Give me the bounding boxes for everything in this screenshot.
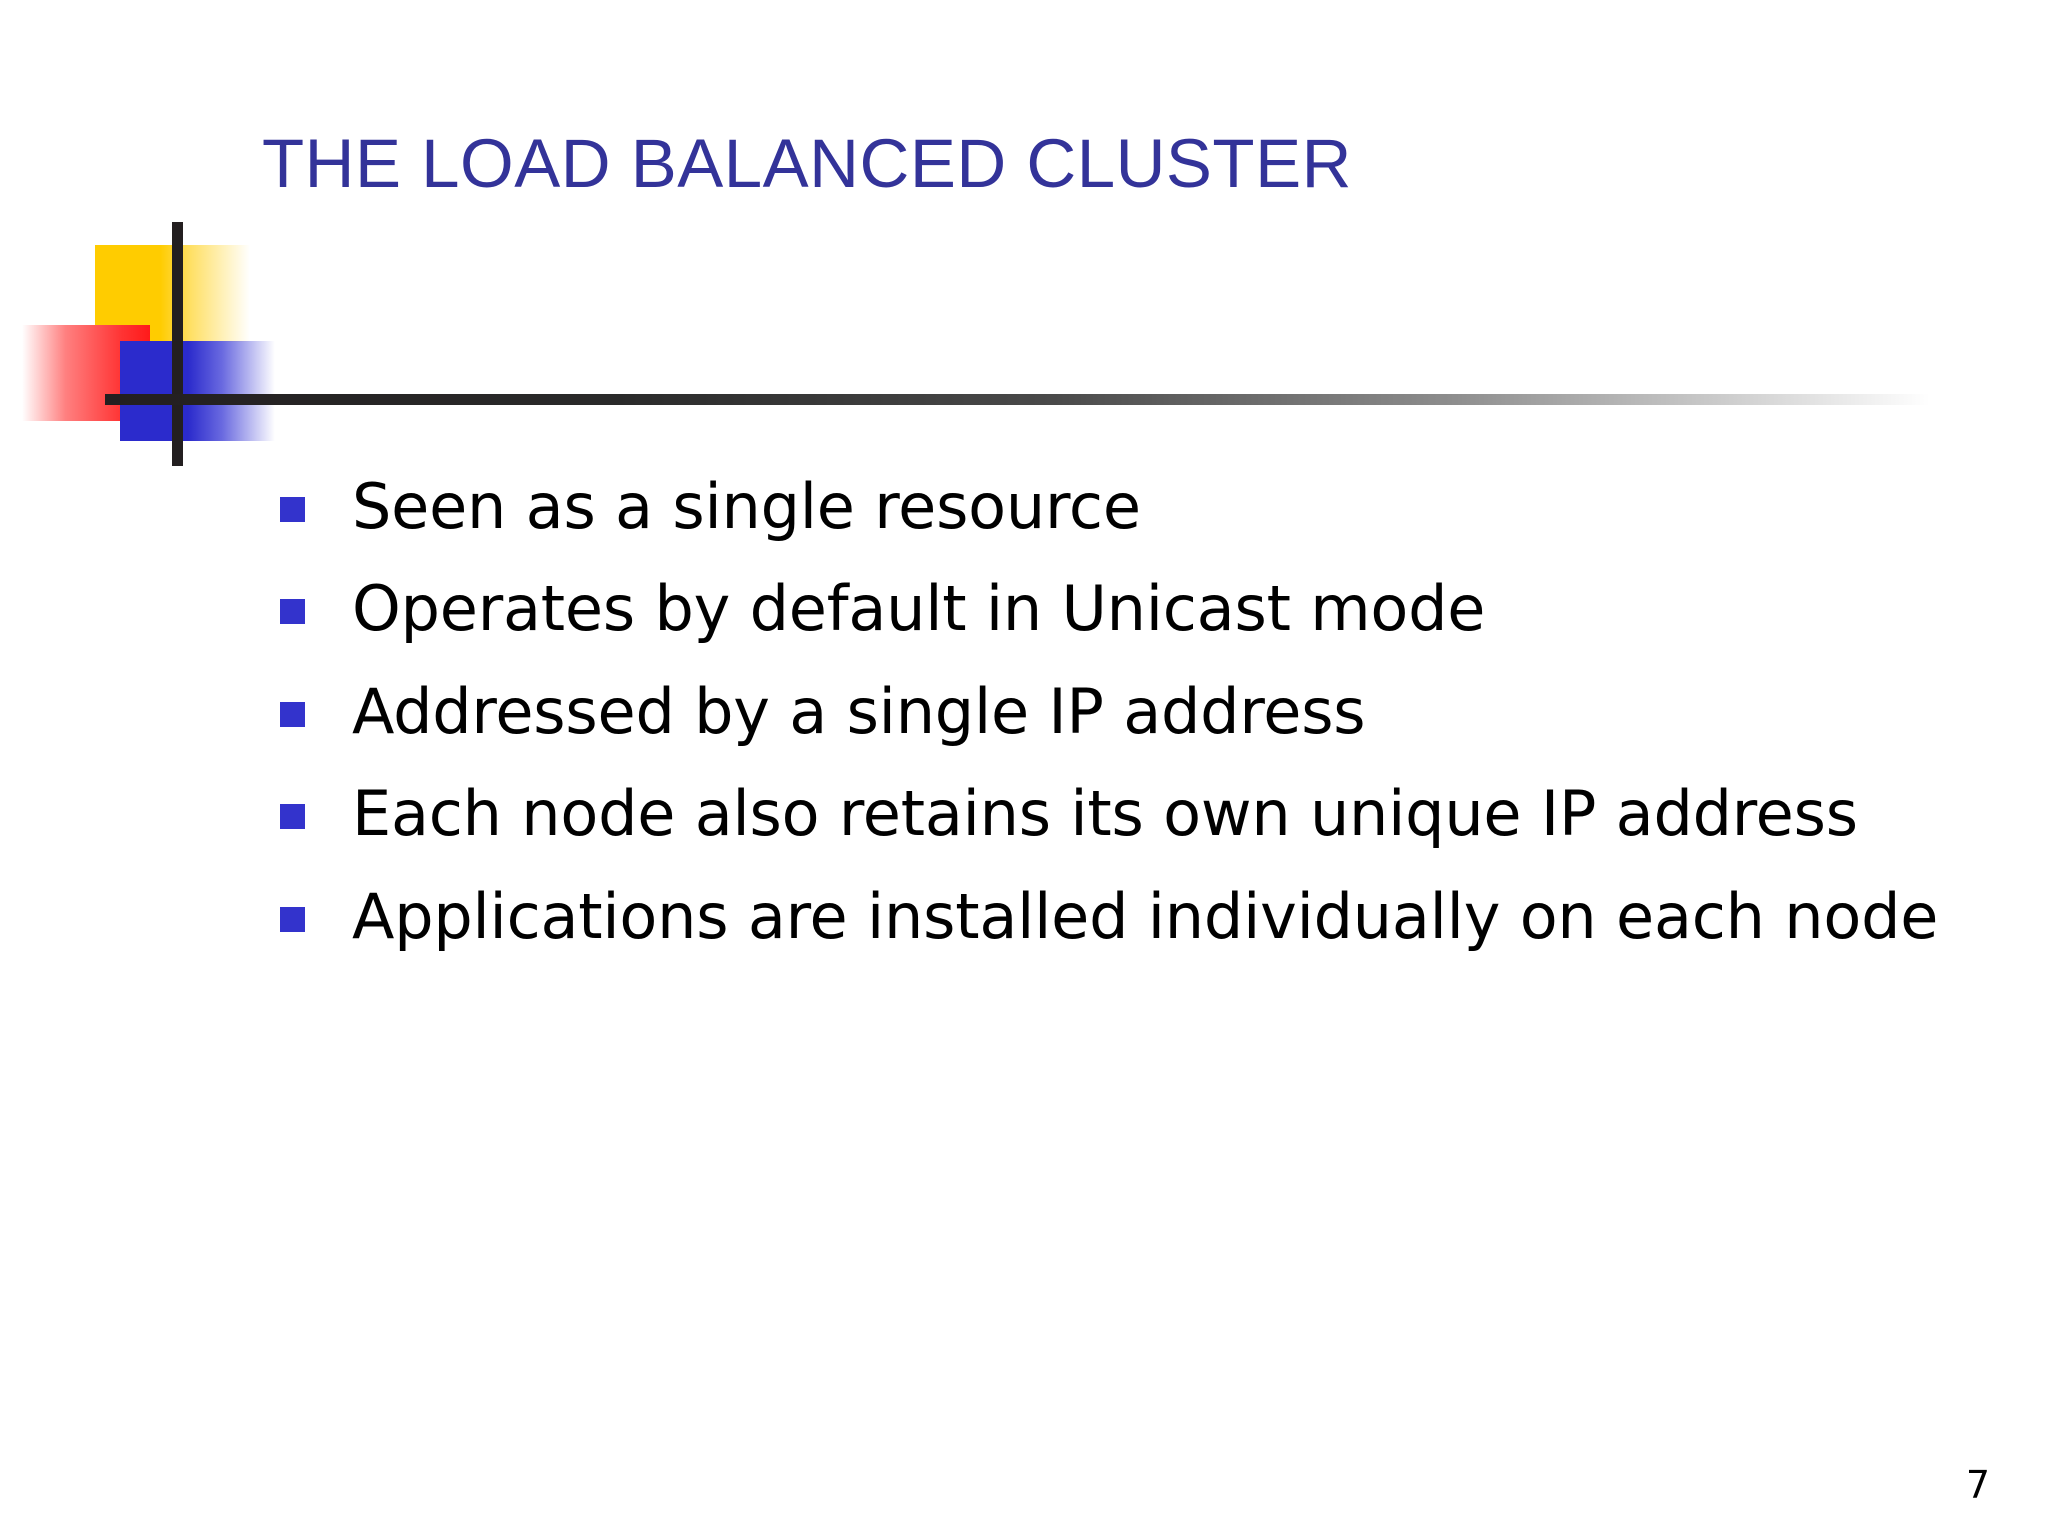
list-item-label: Addressed by a single IP address xyxy=(352,674,1366,748)
list-item: Applications are installed individually … xyxy=(280,880,1980,954)
blue-square-icon xyxy=(120,341,275,441)
slide-title: THE LOAD BALANCED CLUSTER xyxy=(262,125,1352,202)
list-item: Addressed by a single IP address xyxy=(280,675,1980,749)
list-item: Seen as a single resource xyxy=(280,470,1980,544)
bullet-square-icon xyxy=(280,804,305,830)
list-item-label: Seen as a single resource xyxy=(352,470,1141,543)
bullet-square-icon xyxy=(280,497,305,522)
list-item: Each node also retains its own unique IP… xyxy=(280,777,1980,851)
bullet-square-icon xyxy=(280,906,305,932)
list-item-label: Applications are installed individually … xyxy=(352,879,1939,953)
list-item: Operates by default in Unicast mode xyxy=(280,572,1980,646)
list-item-label: Each node also retains its own unique IP… xyxy=(352,777,1858,851)
list-item-label: Operates by default in Unicast mode xyxy=(352,572,1486,646)
yellow-square-icon xyxy=(95,245,250,342)
page-number: 7 xyxy=(1965,1463,1990,1507)
bullet-list: Seen as a single resource Operates by de… xyxy=(280,470,1980,982)
bullet-square-icon xyxy=(280,599,305,625)
bullet-square-icon xyxy=(280,701,305,727)
decorative-logo xyxy=(0,0,420,500)
horizontal-rule xyxy=(105,394,1930,405)
vertical-rule xyxy=(172,222,183,466)
red-square-icon xyxy=(22,325,150,421)
